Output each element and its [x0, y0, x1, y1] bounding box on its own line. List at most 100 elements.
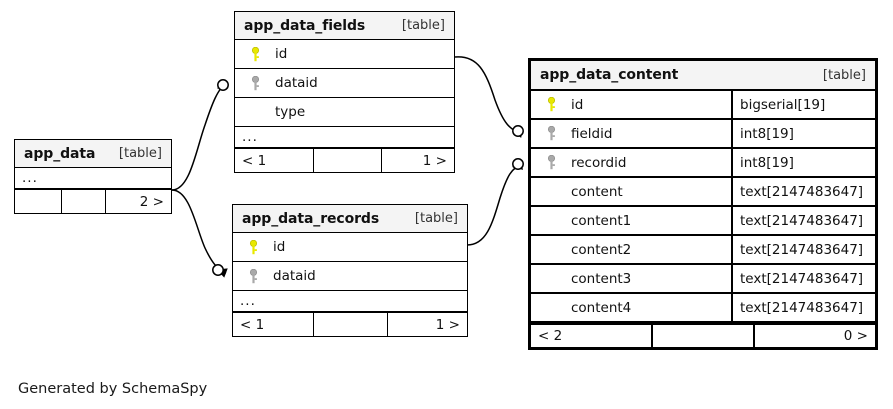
footer-left: < 1: [242, 152, 267, 169]
table-app-data-content[interactable]: app_data_content [table] id bigserial[19…: [528, 58, 878, 350]
column-type: text[2147483647]: [731, 178, 875, 205]
primary-key-icon: [244, 46, 266, 62]
ellipsis-label: ...: [22, 170, 38, 186]
column-name: content2: [571, 241, 632, 258]
column-name: id: [275, 46, 288, 62]
table-name: app_data_records: [242, 210, 380, 227]
column-name: recordid: [571, 154, 627, 171]
generated-by-caption: Generated by SchemaSpy: [18, 381, 208, 397]
edge-endpoint-circle: [512, 158, 524, 170]
table-row[interactable]: id: [233, 233, 467, 262]
column-type: text[2147483647]: [731, 236, 875, 263]
edge-endpoint-circle: [217, 79, 229, 91]
footer-left: < 2: [538, 328, 563, 344]
edge-records-to-content: [466, 160, 523, 246]
table-row[interactable]: content text[2147483647]: [531, 178, 875, 207]
column-name: content: [571, 183, 623, 200]
table-tag: [table]: [822, 67, 866, 83]
column-cell: content1: [531, 207, 731, 234]
column-cell: id: [233, 233, 467, 261]
column-cell: id: [531, 91, 731, 118]
edge-endpoint-circle: [212, 264, 224, 276]
table-name: app_data_fields: [244, 17, 366, 34]
column-cell: content2: [531, 236, 731, 263]
footer-middle: [651, 325, 753, 347]
table-row[interactable]: dataid: [235, 69, 454, 98]
column-name: id: [571, 96, 584, 113]
footer-right: 2 >: [105, 190, 171, 213]
table-row[interactable]: content1 text[2147483647]: [531, 207, 875, 236]
table-app-data-fields[interactable]: app_data_fields [table] id: [234, 11, 455, 173]
foreign-key-icon: [540, 126, 562, 141]
column-cell: content: [531, 178, 731, 205]
table-name: app_data_content: [540, 67, 679, 83]
footer-right: 1 >: [381, 149, 454, 172]
primary-key-icon: [540, 97, 562, 112]
table-tag: [table]: [118, 146, 162, 161]
table-row-ellipsis: ...: [235, 127, 454, 148]
column-name: id: [273, 239, 286, 255]
ellipsis-label: ...: [242, 129, 258, 145]
edge-app-data-to-records: [171, 189, 228, 278]
table-row[interactable]: dataid: [233, 262, 467, 291]
table-row[interactable]: type: [235, 98, 454, 127]
column-name: content4: [571, 299, 632, 316]
table-row-ellipsis: ...: [233, 291, 467, 312]
column-cell: dataid: [235, 69, 454, 97]
table-header: app_data [table]: [15, 140, 171, 168]
foreign-key-icon: [244, 75, 266, 91]
foreign-key-icon: [540, 155, 562, 170]
primary-key-icon: [242, 239, 264, 255]
column-name: dataid: [273, 268, 316, 284]
column-cell: dataid: [233, 262, 467, 290]
table-tag: [table]: [401, 18, 445, 33]
column-cell: content3: [531, 265, 731, 292]
column-name: type: [275, 104, 306, 120]
column-cell: content4: [531, 294, 731, 321]
column-cell: fieldid: [531, 120, 731, 147]
table-row[interactable]: id bigserial[19]: [531, 91, 875, 120]
footer-left: < 1: [240, 316, 265, 333]
table-app-data[interactable]: app_data [table] ... 2 >: [14, 139, 172, 214]
column-name: fieldid: [571, 125, 613, 142]
footer-middle: [61, 190, 105, 213]
table-row[interactable]: recordid int8[19]: [531, 149, 875, 178]
table-header: app_data_content [table]: [531, 61, 875, 91]
column-cell: id: [235, 40, 454, 68]
column-cell: type: [235, 98, 454, 126]
footer-middle: [313, 313, 387, 336]
column-type: text[2147483647]: [731, 207, 875, 234]
table-footer: < 1 1 >: [233, 312, 467, 336]
table-row[interactable]: id: [235, 40, 454, 69]
column-name: content3: [571, 270, 632, 287]
column-type: bigserial[19]: [731, 91, 875, 118]
table-footer: 2 >: [15, 189, 171, 213]
footer-right: 1 >: [387, 313, 467, 336]
column-type: text[2147483647]: [731, 294, 875, 321]
table-row[interactable]: fieldid int8[19]: [531, 120, 875, 149]
footer-right: 0 >: [753, 325, 875, 347]
table-header: app_data_fields [table]: [235, 12, 454, 40]
footer-middle: [313, 149, 381, 172]
table-app-data-records[interactable]: app_data_records [table] id: [232, 204, 468, 337]
table-name: app_data: [24, 145, 96, 162]
edge-fields-to-content: [454, 56, 523, 138]
table-tag: [table]: [414, 211, 458, 226]
column-name: dataid: [275, 75, 318, 91]
foreign-key-icon: [242, 268, 264, 284]
table-row-ellipsis: ...: [15, 168, 171, 189]
column-type: text[2147483647]: [731, 265, 875, 292]
column-type: int8[19]: [731, 149, 875, 176]
ellipsis-label: ...: [240, 293, 256, 309]
table-row[interactable]: content2 text[2147483647]: [531, 236, 875, 265]
edge-app-data-to-fields: [171, 79, 229, 191]
table-footer: < 1 1 >: [235, 148, 454, 172]
column-type: int8[19]: [731, 120, 875, 147]
edge-endpoint-circle: [512, 125, 524, 137]
column-cell: recordid: [531, 149, 731, 176]
footer-left: [15, 190, 61, 213]
table-row[interactable]: content3 text[2147483647]: [531, 265, 875, 294]
column-name: content1: [571, 212, 632, 229]
table-row[interactable]: content4 text[2147483647]: [531, 294, 875, 323]
